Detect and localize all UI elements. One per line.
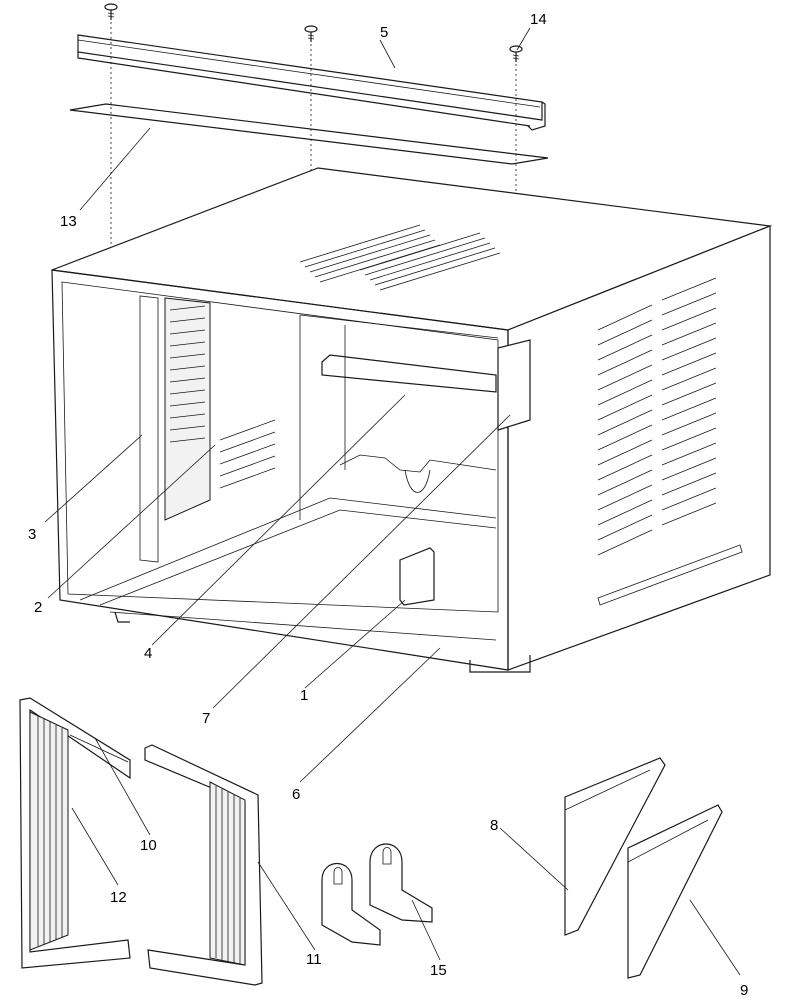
callout-5: 5: [380, 24, 388, 41]
callout-3: 3: [28, 526, 36, 543]
screw-middle: [304, 25, 318, 42]
leader-lines: [44, 27, 741, 976]
callout-7: 7: [202, 710, 210, 727]
side-louvers: [597, 277, 743, 606]
screw-alignment-lines: [110, 22, 517, 315]
support-bracket-9: [627, 804, 723, 979]
callout-2: 2: [34, 599, 42, 616]
support-bracket-8: [564, 757, 666, 936]
callout-15: 15: [430, 962, 447, 979]
callout-9: 9: [740, 982, 748, 999]
callout-14: 14: [530, 11, 547, 28]
mounting-bracket-left: [321, 863, 381, 946]
side-curtain-panel-left: [19, 697, 131, 969]
callout-1: 1: [300, 687, 308, 704]
cabinet-housing: [51, 167, 773, 673]
interior-louvers: [169, 305, 276, 489]
callout-12: 12: [110, 889, 127, 906]
callout-8: 8: [490, 817, 498, 834]
top-louvers: [299, 224, 501, 291]
screw-right: [509, 45, 523, 62]
gasket-strip: [69, 103, 549, 165]
callout-10: 10: [140, 837, 157, 854]
top-rail: [77, 34, 546, 131]
callout-4: 4: [144, 645, 152, 662]
callout-6: 6: [292, 786, 300, 803]
callout-labels: 1 2 3 4 5 6 7 8 9 10 11 12 13 14 15: [28, 11, 748, 999]
mounting-bracket-right: [369, 843, 433, 923]
side-curtain-panel-right: [144, 744, 263, 986]
screw-left: [104, 3, 118, 20]
callout-13: 13: [60, 213, 77, 230]
callout-11: 11: [306, 951, 322, 968]
